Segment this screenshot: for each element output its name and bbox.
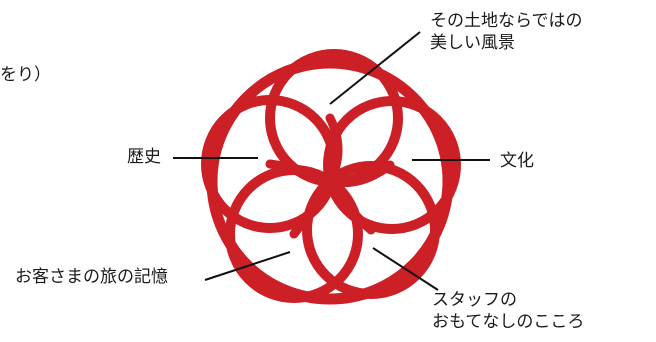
swirl-arm <box>265 159 335 186</box>
leader-line-staff <box>372 247 439 291</box>
label-scenery-line1: その土地ならではの <box>430 11 583 31</box>
leader-lines <box>173 31 490 291</box>
partial-cropped-text: をり） <box>0 65 51 85</box>
label-culture: 文化 <box>500 151 534 171</box>
leader-line-memories <box>204 251 291 281</box>
label-history: 歴史 <box>127 147 161 167</box>
swirl-arm <box>289 176 335 239</box>
label-staff-line1: スタッフの <box>432 290 517 310</box>
center-swirl <box>265 113 395 239</box>
label-travel-memories: お客さまの旅の記憶 <box>15 267 168 287</box>
swirl-arm <box>325 176 376 235</box>
swirl-arm <box>325 113 343 186</box>
label-scenery-line2: 美しい風景 <box>430 33 515 53</box>
petal-circle-bottom-right <box>302 161 440 299</box>
emblem <box>201 49 461 305</box>
label-staff-hospitality: スタッフの おもてなしのこころ <box>432 289 584 333</box>
petal-circle-right <box>323 96 461 234</box>
label-staff-line2: おもてなしのこころ <box>432 312 585 332</box>
label-scenery: その土地ならではの 美しい風景 <box>430 10 583 54</box>
leader-line-scenery <box>329 31 421 105</box>
